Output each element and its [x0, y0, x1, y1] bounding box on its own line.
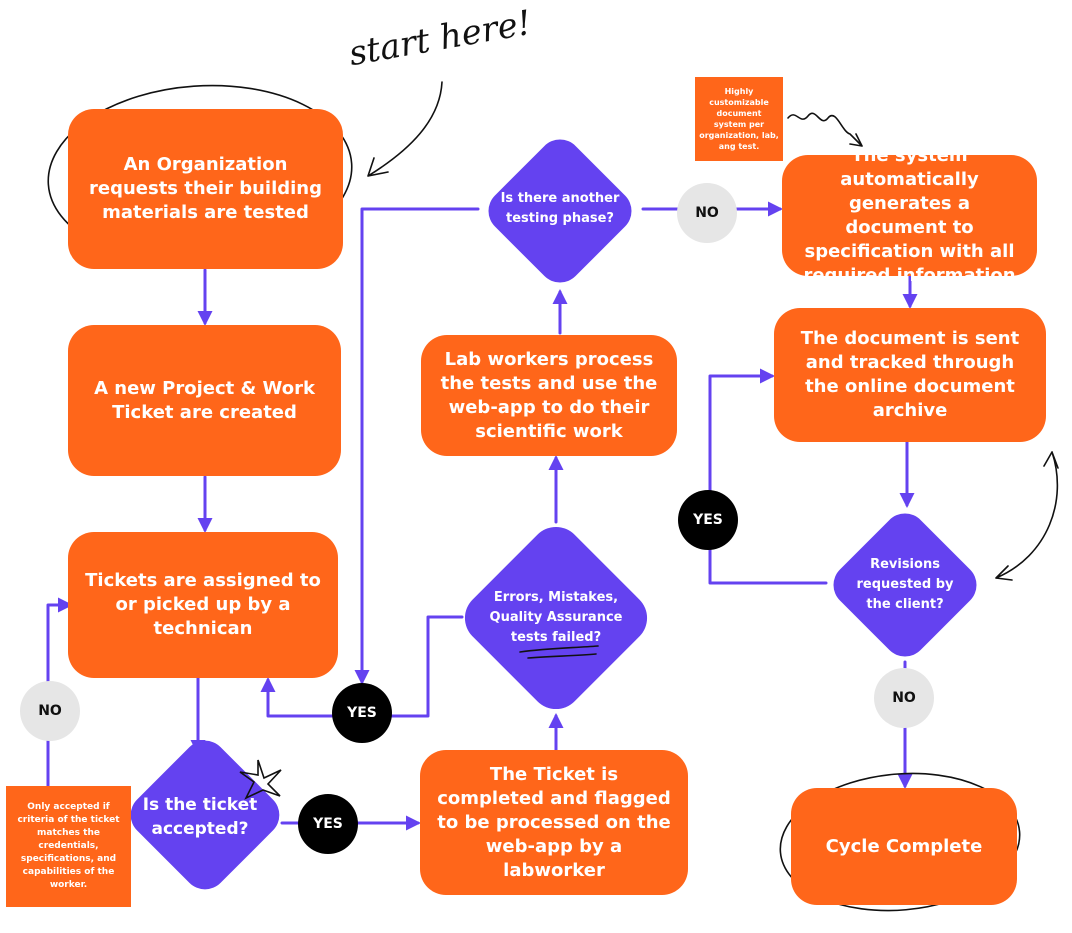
yes-circle-revisions: YES: [678, 490, 738, 550]
decision-label-errors: Errors, Mistakes, Quality Assurance test…: [489, 590, 623, 645]
yes-circle-accept: YES: [298, 794, 358, 854]
no-circle-left: NO: [20, 681, 80, 741]
hand-squiggle: [787, 112, 863, 147]
decision-label-ticket-accepted: Is the ticket accepted?: [142, 795, 258, 839]
box-new-project: A new Project & Work Ticket are created: [68, 325, 341, 476]
yes-circle-errors: YES: [332, 683, 392, 743]
connector-revisions-yes-loop: [708, 368, 828, 585]
box-lab-workers: Lab workers process the tests and use th…: [421, 335, 677, 456]
box-document-sent: The document is sent and tracked through…: [774, 308, 1046, 442]
decision-label-revisions: Revisions requested by the client?: [856, 557, 954, 612]
box-ticket-completed: The Ticket is completed and flagged to b…: [420, 750, 688, 895]
decision-shape-revisions: [833, 513, 977, 657]
box-system-generates: The system automatically generates a doc…: [782, 145, 1037, 286]
decision-shape-ticket-accepted: [130, 740, 280, 890]
hand-circle-end: [779, 772, 1021, 912]
hand-underline: [519, 645, 599, 659]
note-criteria: Only accepted if criteria of the ticket …: [6, 786, 131, 907]
decision-shape-errors: [464, 526, 648, 710]
connector-phase-yes-loop: [354, 207, 480, 685]
note-customizable: Highly customizable document system per …: [695, 77, 783, 161]
hand-curve-revisions: [995, 451, 1059, 581]
box-org-request: An Organization requests their building …: [68, 109, 343, 269]
hand-arrow-start: [367, 81, 443, 177]
box-tickets-assigned: Tickets are assigned to or picked up by …: [68, 532, 338, 678]
no-circle-phase: NO: [677, 183, 737, 243]
decision-shape-another-phase: [488, 139, 632, 283]
no-circle-revisions: NO: [874, 668, 934, 728]
connector-errors-yes-loop: [260, 615, 464, 718]
hand-star: [239, 759, 282, 800]
decision-label-another-phase: Is there another testing phase?: [500, 191, 620, 226]
box-cycle-complete: Cycle Complete: [791, 788, 1017, 905]
